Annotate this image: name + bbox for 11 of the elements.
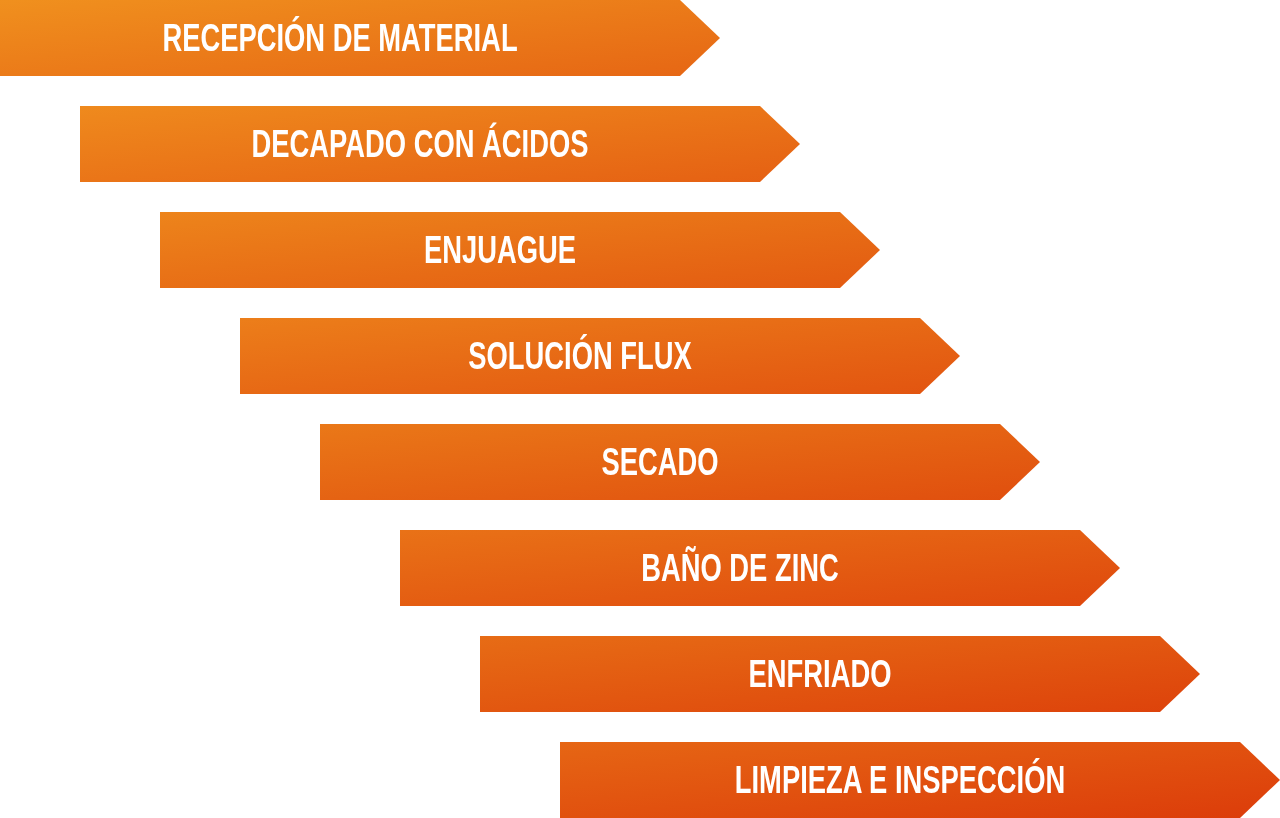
step-banner — [0, 0, 720, 76]
step-label: ENFRIADO — [748, 655, 892, 693]
step-banner — [400, 530, 1120, 606]
step-label: SECADO — [601, 443, 719, 481]
step-banner — [560, 742, 1280, 818]
step-banner — [480, 636, 1200, 712]
step-banner — [80, 106, 800, 182]
step-banner — [160, 212, 880, 288]
step-banner — [240, 318, 960, 394]
step-banner — [320, 424, 1040, 500]
step-label: ENJUAGUE — [424, 231, 576, 269]
